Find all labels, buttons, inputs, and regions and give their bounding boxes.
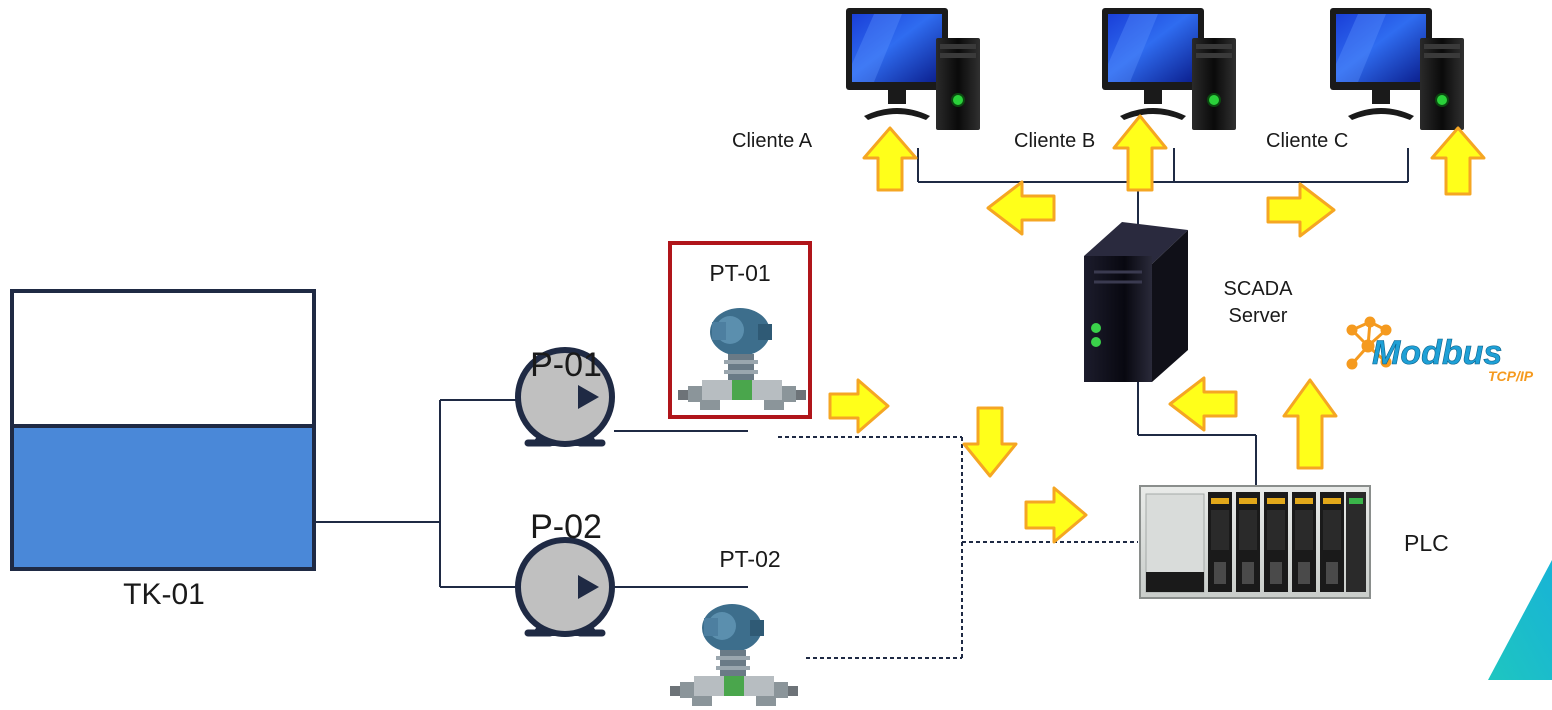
network-lines xyxy=(917,148,1409,486)
arrow-left-server-to-client-a xyxy=(986,180,1056,236)
data-flow-arrows xyxy=(828,114,1486,544)
arrow-left-plc-to-server xyxy=(1168,376,1238,432)
arrow-up-client-c xyxy=(1430,126,1486,196)
accent-triangle-decoration xyxy=(1488,560,1552,680)
pump-p01-label: P-01 xyxy=(530,346,602,384)
pt02-transmitter-icon xyxy=(670,604,798,706)
signal-wiring xyxy=(778,436,1138,659)
scada-server-label-line2: Server xyxy=(1228,305,1288,327)
arrow-up-client-a xyxy=(862,126,918,192)
plc-rack-icon xyxy=(1139,485,1371,599)
arrow-down-signal xyxy=(962,406,1018,478)
scada-server-icon xyxy=(1084,222,1188,382)
arrow-right-server-to-client-c xyxy=(1266,182,1336,238)
client-b-computer-icon xyxy=(1101,7,1237,131)
modbus-logo-text: Modbus xyxy=(1372,334,1502,372)
client-c-label: Cliente C xyxy=(1266,130,1349,152)
process-pipes xyxy=(314,399,748,588)
pump-p02-icon xyxy=(518,540,612,634)
scada-server-label-line1: SCADA xyxy=(1223,278,1293,300)
modbus-tcpip-logo: Modbus TCP/IP xyxy=(1346,316,1534,384)
pump-p02-label: P-02 xyxy=(530,508,602,546)
client-b-label: Cliente B xyxy=(1014,130,1096,152)
modbus-logo-subtext: TCP/IP xyxy=(1488,368,1534,384)
arrow-up-plc-to-server xyxy=(1282,378,1338,470)
tank-tk01 xyxy=(10,289,316,571)
pt02-label: PT-02 xyxy=(719,546,781,572)
arrow-right-signal-to-plc xyxy=(1024,486,1088,544)
arrow-up-client-b xyxy=(1112,114,1168,192)
pt01-label: PT-01 xyxy=(709,260,771,286)
tank-label: TK-01 xyxy=(123,578,205,611)
client-c-computer-icon xyxy=(1329,7,1465,131)
client-a-label: Cliente A xyxy=(732,130,813,152)
scada-server-label: SCADA Server xyxy=(1208,276,1308,330)
arrow-right-pt01-signal xyxy=(828,378,890,434)
plc-label: PLC xyxy=(1404,530,1449,556)
client-a-computer-icon xyxy=(845,7,981,131)
